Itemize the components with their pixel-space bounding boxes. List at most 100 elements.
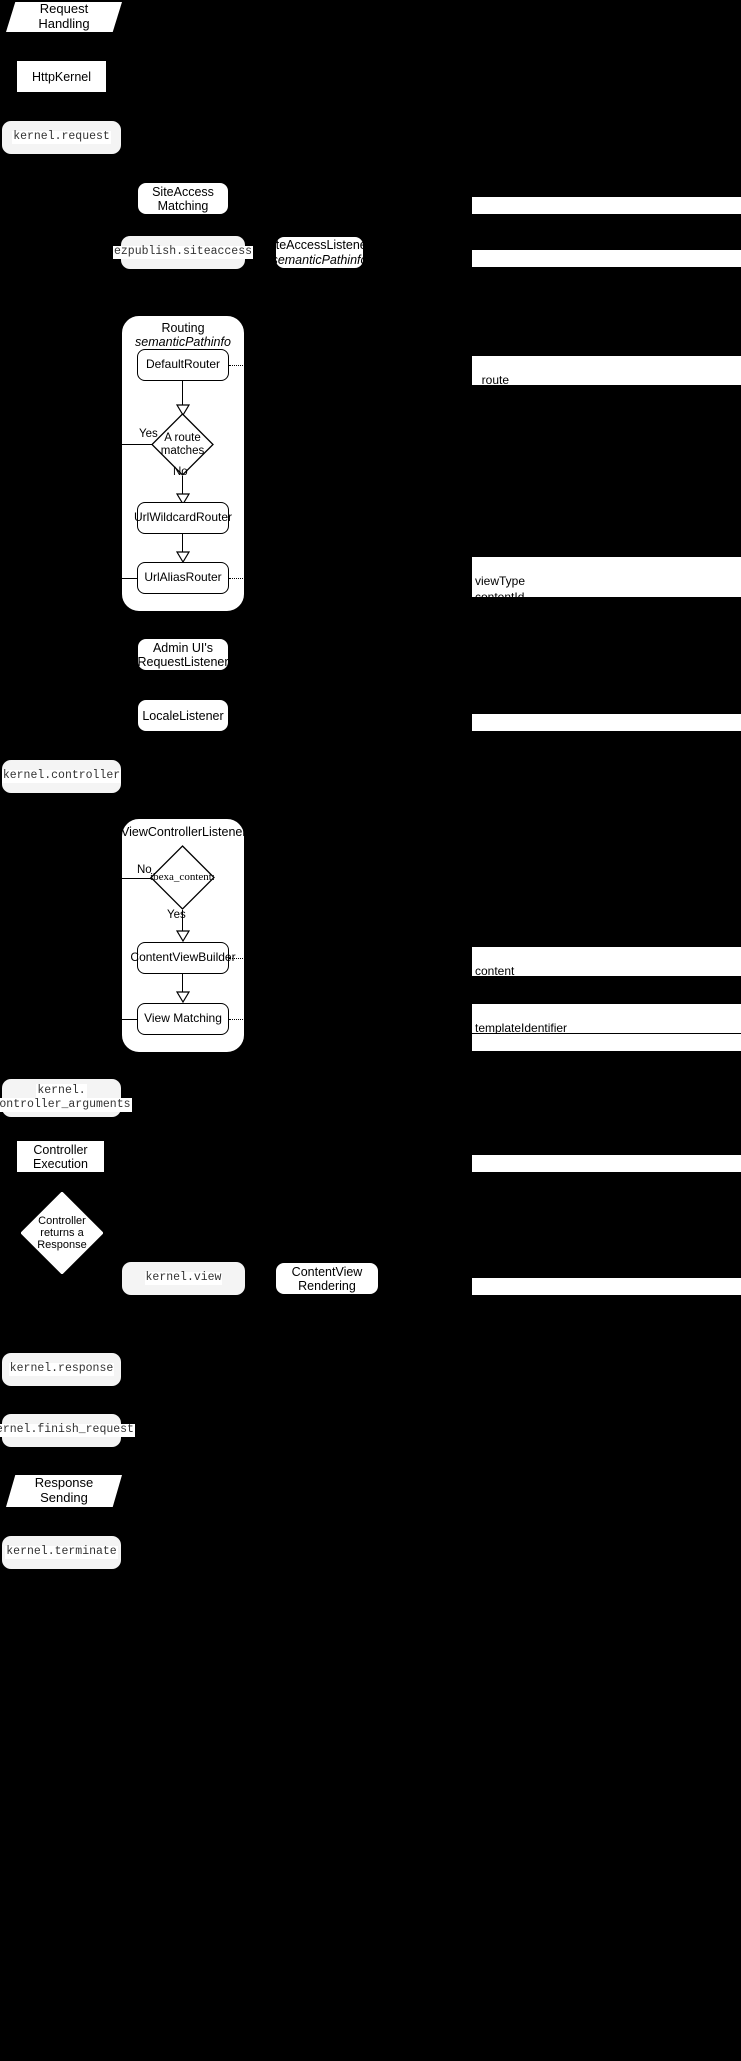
event-kernel-response: kernel.response [2, 1353, 121, 1386]
arrowhead-url-alias [175, 551, 191, 563]
group-routing-title-prefix: Routing [161, 321, 205, 335]
node-content-view-builder: ContentViewBuilder [130, 942, 236, 974]
varbox-semantic-pathinfo-text: semanticPathinfo [475, 266, 568, 281]
decision-ibexa-content-label: ibexa_content: [150, 871, 215, 884]
node-content-view-builder-label: ContentViewBuilder [130, 950, 236, 965]
varbox-semantic-pathinfo: semanticPathinfo [471, 249, 741, 281]
decision-route-matches-shape [151, 413, 214, 476]
varbox-response-view-text: response/view [475, 1171, 552, 1186]
varbox-response-view: response/view [471, 1154, 741, 1186]
connector-ibexa-no-down [121, 878, 123, 1020]
decision-controller-returns-response-shape [21, 1192, 103, 1274]
node-locale-listener-label: LocaleListener [142, 708, 224, 723]
arrowhead-content-view-builder [175, 930, 191, 942]
varbox-content-location-text: content location [475, 963, 517, 994]
connector-view-matching-left-in [121, 1019, 138, 1021]
node-url-alias-router: UrlAliasRouter [137, 562, 229, 594]
event-ezpublish-siteaccess: ezpublish.siteaccess [112, 236, 254, 269]
node-http-kernel-label: HttpKernel [31, 69, 92, 84]
decision-controller-returns-response-label: Controller returns a Response [37, 1214, 87, 1252]
varbox-template-controller: templateIdentifier controllerReference [471, 1003, 741, 1051]
event-ezpublish-siteaccess-label: ezpublish.siteaccess [112, 245, 254, 259]
connector-ibexa-no-left [121, 878, 151, 880]
node-admin-ui-request-listener: Admin UI's RequestListener [137, 638, 229, 671]
event-kernel-view: kernel.view [122, 1262, 245, 1295]
connector-ibexa-yes-down [182, 910, 184, 938]
event-kernel-request: kernel.request [2, 121, 121, 154]
node-controller-execution: Controller Execution [16, 1140, 105, 1173]
phase-banner-request-handling-label: Request Handling [38, 1, 90, 31]
connector-route-no-down [182, 476, 184, 502]
edge-label-route-yes: Yes [139, 428, 158, 440]
connector-view-matching-out [229, 1019, 247, 1020]
varbox-view-content-location: viewType contentId locationId [471, 556, 741, 619]
edge-label-ibexa-no-text: No [137, 864, 152, 876]
arrowhead-route-decision [175, 404, 191, 416]
connector-route-yes-down [121, 444, 123, 578]
event-kernel-finish-request-label: kernel.finish_request [0, 1423, 135, 1437]
edge-label-route-yes-text: Yes [139, 428, 158, 440]
node-content-view-rendering-label: ContentView Rendering [291, 1264, 363, 1293]
event-kernel-finish-request: kernel.finish_request [0, 1414, 135, 1447]
node-url-wildcard-router-label: UrlWildcardRouter [133, 510, 233, 525]
node-http-kernel: HttpKernel [16, 60, 107, 93]
node-content-view-rendering: ContentView Rendering [275, 1262, 379, 1295]
varbox-locale: _locale [471, 713, 741, 745]
connector-content-view-builder-out [229, 958, 247, 959]
connector-alias-out [229, 578, 247, 579]
edge-label-ibexa-no: No [137, 864, 152, 876]
event-kernel-controller-arguments-line1: kernel. [36, 1084, 87, 1098]
varbox-view-content-location-text: viewType contentId locationId [475, 573, 527, 620]
connector-alias-left-in [121, 578, 138, 580]
varbox-view-text: view [475, 1050, 500, 1065]
node-view-matching-label: View Matching [144, 1011, 222, 1026]
event-kernel-controller-arguments: kernel. controller_arguments [0, 1079, 132, 1117]
event-kernel-response-label: kernel.response [8, 1362, 115, 1376]
decision-route-matches: A route matches [151, 413, 214, 476]
phase-banner-response-sending: Response Sending [6, 1475, 122, 1507]
node-siteaccess-listener-emphasis: semanticPathinfo [271, 252, 368, 267]
arrowhead-url-wildcard [175, 493, 191, 505]
connector-default-router-to-decision [182, 381, 184, 413]
node-default-router-label: DefaultRouter [145, 357, 221, 372]
event-kernel-controller-label: kernel.controller [1, 769, 122, 783]
varbox-route-controller-text: _route _controller [475, 372, 532, 403]
node-default-router: DefaultRouter [137, 349, 229, 381]
node-view-matching: View Matching [137, 1003, 229, 1035]
edge-label-route-no: No [173, 466, 188, 478]
varbox-siteaccess: siteaccess [471, 196, 741, 228]
event-kernel-terminate: kernel.terminate [2, 1536, 121, 1569]
varbox-siteaccess-text: siteaccess [475, 213, 532, 228]
event-kernel-view-label: kernel.view [144, 1271, 223, 1285]
node-admin-ui-request-listener-label: Admin UI's RequestListener [137, 640, 229, 669]
varbox-locale-text: _locale [475, 730, 514, 745]
decision-controller-returns-response: Controller returns a Response [21, 1192, 103, 1274]
group-view-controller-listener-title: ViewControllerListener [121, 825, 247, 839]
arrowhead-view-matching [175, 991, 191, 1003]
connector-wildcard-to-alias [182, 534, 184, 560]
connector-default-router-out [229, 365, 247, 366]
node-siteaccess-matching: SiteAccess Matching [137, 182, 229, 215]
event-kernel-controller: kernel.controller [1, 760, 122, 793]
node-locale-listener: LocaleListener [137, 699, 229, 732]
varbox-content-location: content location [471, 946, 741, 994]
node-controller-execution-label: Controller Execution [33, 1142, 88, 1171]
event-kernel-controller-arguments-line2: controller_arguments [0, 1098, 132, 1112]
edge-label-route-no-text: No [173, 466, 188, 478]
event-kernel-request-label: kernel.request [12, 130, 111, 144]
node-siteaccess-listener: SiteAccessListener: semanticPathinfo [265, 236, 374, 269]
varbox-response-text: response [475, 1294, 525, 1309]
node-siteaccess-listener-label: SiteAccessListener: [264, 238, 375, 253]
phase-banner-request-handling: Request Handling [6, 2, 122, 32]
decision-ibexa-content: ibexa_content: [150, 845, 215, 910]
varbox-view: view [471, 1033, 741, 1065]
connector-route-yes-left [121, 444, 152, 446]
connector-builder-to-matching [182, 974, 184, 1000]
group-routing-title-emphasis: semanticPathinfo [135, 335, 231, 350]
group-view-controller-listener-title-text: ViewControllerListener [121, 825, 247, 839]
decision-ibexa-content-shape [150, 845, 215, 910]
edge-label-ibexa-yes: Yes [167, 909, 186, 921]
edge-label-ibexa-yes-text: Yes [167, 909, 186, 921]
varbox-response: response [471, 1277, 741, 1309]
